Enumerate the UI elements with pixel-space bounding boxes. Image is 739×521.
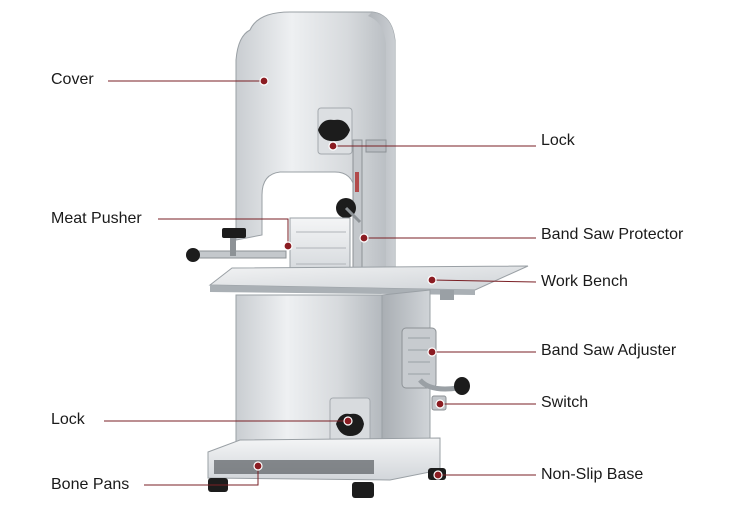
lock-top-knob — [318, 119, 350, 142]
dot-work-bench — [427, 275, 437, 285]
band-saw-machine — [186, 11, 529, 498]
label-band-saw-adjuster: Band Saw Adjuster — [541, 342, 677, 359]
marker-dots — [253, 76, 445, 480]
leader-work-bench — [431, 279, 537, 283]
leader-bone-pans — [144, 466, 259, 486]
dot-switch — [435, 399, 445, 409]
dot-meat-pusher — [283, 241, 293, 251]
adjuster-housing — [401, 327, 437, 389]
dot-lock-bottom — [343, 416, 353, 426]
adjuster-crank — [418, 378, 459, 392]
dot-band-saw-protector — [359, 233, 369, 243]
label-bone-pans: Bone Pans — [51, 476, 130, 493]
cover-side — [368, 12, 395, 285]
foot-front-right — [352, 482, 374, 498]
dot-non-slip-base — [433, 470, 443, 480]
meat-pusher-handle-knob — [186, 248, 200, 262]
label-non-slip-base: Non-Slip Base — [541, 466, 644, 483]
meat-pusher-rail — [195, 250, 287, 259]
label-switch: Switch — [541, 394, 589, 411]
label-meat-pusher: Meat Pusher — [51, 210, 142, 227]
label-cover: Cover — [51, 71, 94, 88]
label-work-bench: Work Bench — [541, 273, 628, 290]
label-lock-bottom: Lock — [51, 411, 85, 428]
meat-pusher-clamp — [222, 228, 246, 238]
dot-lock-top — [328, 141, 338, 151]
dot-bone-pans — [253, 461, 263, 471]
adjuster-crank-knob — [454, 377, 470, 395]
leader-meat-pusher — [158, 218, 289, 246]
dot-cover — [259, 76, 269, 86]
bone-pan-tray — [214, 460, 374, 474]
label-band-saw-protector: Band Saw Protector — [541, 226, 684, 243]
dot-band-saw-adjuster — [427, 347, 437, 357]
guide-post-marker — [355, 172, 359, 192]
label-lock-top: Lock — [541, 132, 575, 149]
leader-lines — [104, 80, 537, 486]
